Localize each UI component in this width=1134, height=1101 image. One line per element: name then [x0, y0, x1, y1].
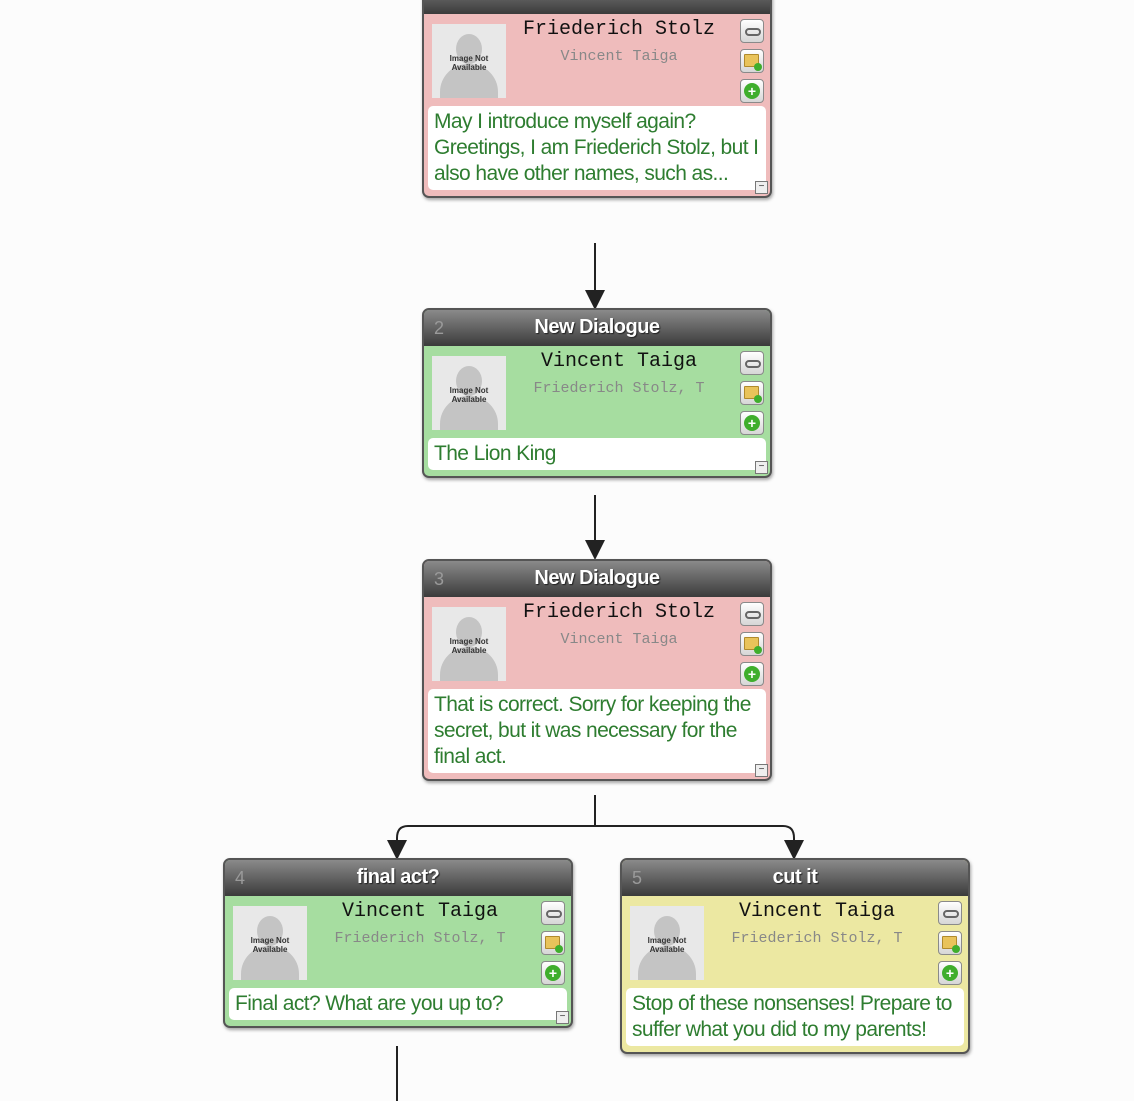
add-event-button[interactable]	[938, 931, 962, 955]
add-icon: +	[545, 965, 561, 981]
node-title: final act?	[356, 866, 440, 888]
add-event-button[interactable]	[740, 381, 764, 405]
node-header[interactable]: 5 cut it	[622, 860, 968, 896]
node-header[interactable]: 3 New Dialogue	[424, 561, 770, 597]
portrait-placeholder-image[interactable]: Image Not Available	[630, 906, 704, 980]
dialogue-text[interactable]: The Lion King	[428, 438, 766, 470]
speaker-name: Vincent Taiga	[738, 900, 896, 923]
add-child-button[interactable]: +	[938, 961, 962, 985]
link-button[interactable]	[740, 19, 764, 43]
speaker-name: Friederich Stolz	[522, 18, 716, 41]
add-icon: +	[942, 965, 958, 981]
dialogue-text[interactable]: That is correct. Sorry for keeping the s…	[428, 689, 766, 773]
node-title: cut it	[772, 866, 818, 888]
link-button[interactable]	[740, 351, 764, 375]
image-not-available-label: Image Not Available	[449, 637, 489, 655]
dialogue-text[interactable]: Final act? What are you up to?	[229, 988, 567, 1020]
speaker-name: Vincent Taiga	[540, 350, 698, 373]
link-icon	[745, 360, 761, 368]
node-number: 4	[235, 868, 246, 888]
portrait-placeholder-image[interactable]: Image Not Available	[432, 356, 506, 430]
add-child-button[interactable]: +	[740, 662, 764, 686]
collapse-icon[interactable]: −	[755, 764, 768, 777]
node-title: New Dialogue	[534, 567, 660, 589]
image-not-available-label: Image Not Available	[449, 54, 489, 72]
portrait-placeholder-image[interactable]: Image Not Available	[432, 607, 506, 681]
listener-names: Friederich Stolz, T	[533, 380, 705, 397]
node-number: 3	[434, 569, 445, 589]
link-3-4	[387, 795, 596, 860]
link-icon	[745, 611, 761, 619]
node-number: 5	[632, 868, 643, 888]
node-header[interactable]	[424, 0, 770, 14]
add-icon: +	[744, 415, 760, 431]
listener-names: Friederich Stolz, T	[731, 930, 903, 947]
link-button[interactable]	[740, 602, 764, 626]
add-icon: +	[744, 83, 760, 99]
speaker-name: Vincent Taiga	[341, 900, 499, 923]
add-event-button[interactable]	[740, 632, 764, 656]
listener-names: Vincent Taiga	[560, 631, 678, 648]
dialogue-node-5[interactable]: 5 cut it Image Not Available Vincent Tai…	[620, 858, 970, 1054]
dialogue-text[interactable]: Stop of these nonsenses! Prepare to suff…	[626, 988, 964, 1046]
dialogue-node-2[interactable]: 2 New Dialogue Image Not Available Vince…	[422, 308, 772, 478]
add-event-button[interactable]	[740, 49, 764, 73]
node-header[interactable]: 2 New Dialogue	[424, 310, 770, 346]
dialogue-node-3[interactable]: 3 New Dialogue Image Not Available Fried…	[422, 559, 772, 781]
dialogue-text[interactable]: May I introduce myself again? Greetings,…	[428, 106, 766, 190]
portrait-placeholder-image[interactable]: Image Not Available	[233, 906, 307, 980]
portrait-placeholder-image[interactable]: Image Not Available	[432, 24, 506, 98]
image-not-available-label: Image Not Available	[647, 936, 687, 954]
node-header[interactable]: 4 final act?	[225, 860, 571, 896]
link-icon	[745, 28, 761, 36]
node-title: New Dialogue	[534, 316, 660, 338]
dialogue-node-1[interactable]: Image Not Available Friederich Stolz Vin…	[422, 0, 772, 198]
add-event-button[interactable]	[541, 931, 565, 955]
listener-names: Vincent Taiga	[560, 48, 678, 65]
speaker-name: Friederich Stolz	[522, 601, 716, 624]
listener-names: Friederich Stolz, T	[334, 930, 506, 947]
link-3-5	[595, 825, 804, 860]
link-icon	[943, 910, 959, 918]
node-number: 2	[434, 318, 445, 338]
add-child-button[interactable]: +	[541, 961, 565, 985]
image-not-available-label: Image Not Available	[250, 936, 290, 954]
image-not-available-label: Image Not Available	[449, 386, 489, 404]
collapse-icon[interactable]: −	[755, 461, 768, 474]
link-icon	[546, 910, 562, 918]
link-button[interactable]	[541, 901, 565, 925]
collapse-icon[interactable]: −	[556, 1011, 569, 1024]
add-child-button[interactable]: +	[740, 411, 764, 435]
collapse-icon[interactable]: −	[755, 181, 768, 194]
add-child-button[interactable]: +	[740, 79, 764, 103]
add-icon: +	[744, 666, 760, 682]
dialogue-node-4[interactable]: 4 final act? Image Not Available Vincent…	[223, 858, 573, 1028]
link-button[interactable]	[938, 901, 962, 925]
